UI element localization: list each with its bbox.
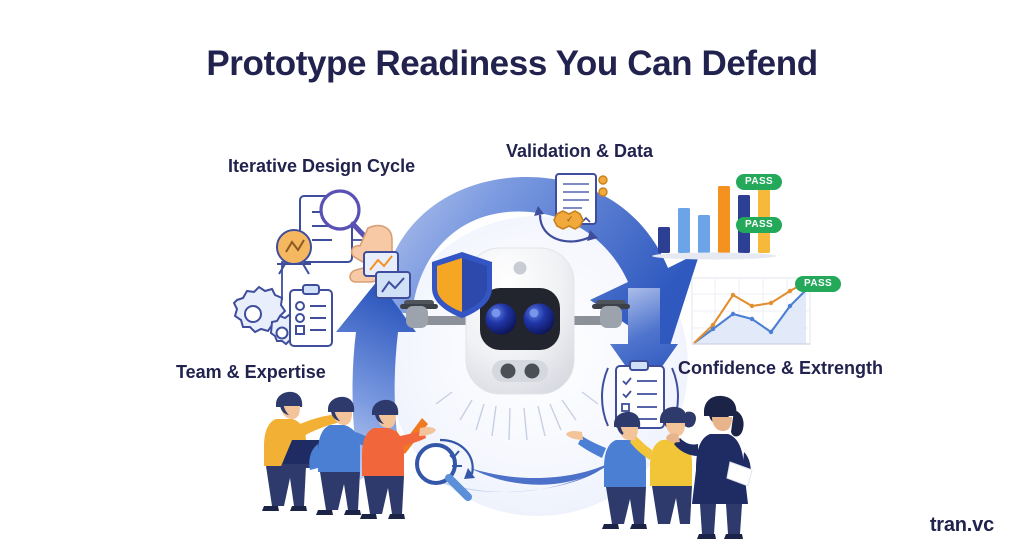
- person-navy-dress: [666, 395, 753, 539]
- status-badge-pass-bar-lower: PASS: [736, 217, 783, 233]
- clipboard-checklist-icon: [289, 284, 333, 347]
- status-badge-pass-line-chart: PASS: [795, 276, 842, 292]
- magnifier-refresh-icon: [415, 438, 475, 501]
- shield-icon: [432, 252, 492, 318]
- certificate-seal-icon: ✓: [534, 173, 608, 243]
- person-orange: [360, 399, 436, 519]
- drone-downwash: [435, 391, 599, 441]
- label-validation-and-data: Validation & Data: [506, 141, 654, 161]
- svg-text:✓: ✓: [566, 214, 574, 224]
- status-badge-pass-bar-top: PASS: [736, 174, 783, 190]
- drone-robot-icon: [465, 247, 575, 395]
- chart-screen-icon: [363, 251, 411, 299]
- cycle-arrow-bottom-icon: [420, 462, 612, 492]
- brand-watermark: tran.vc: [929, 514, 994, 536]
- bar-chart-bars: [652, 179, 776, 260]
- person-blue-right: [566, 411, 647, 529]
- label-team-and-expertise: Team & Expertise: [176, 362, 326, 382]
- gears-icon: [232, 285, 302, 346]
- label-iterative-design-cycle: Iterative Design Cycle: [228, 156, 416, 176]
- line-chart-frame: [691, 277, 811, 345]
- page-title: Prototype Readiness You Can Defend: [206, 44, 818, 83]
- label-confidence-and-extrength: Confidence & Extrength: [678, 358, 884, 378]
- person-yellow-right: [622, 406, 696, 529]
- globe-chart-icon: [276, 229, 312, 275]
